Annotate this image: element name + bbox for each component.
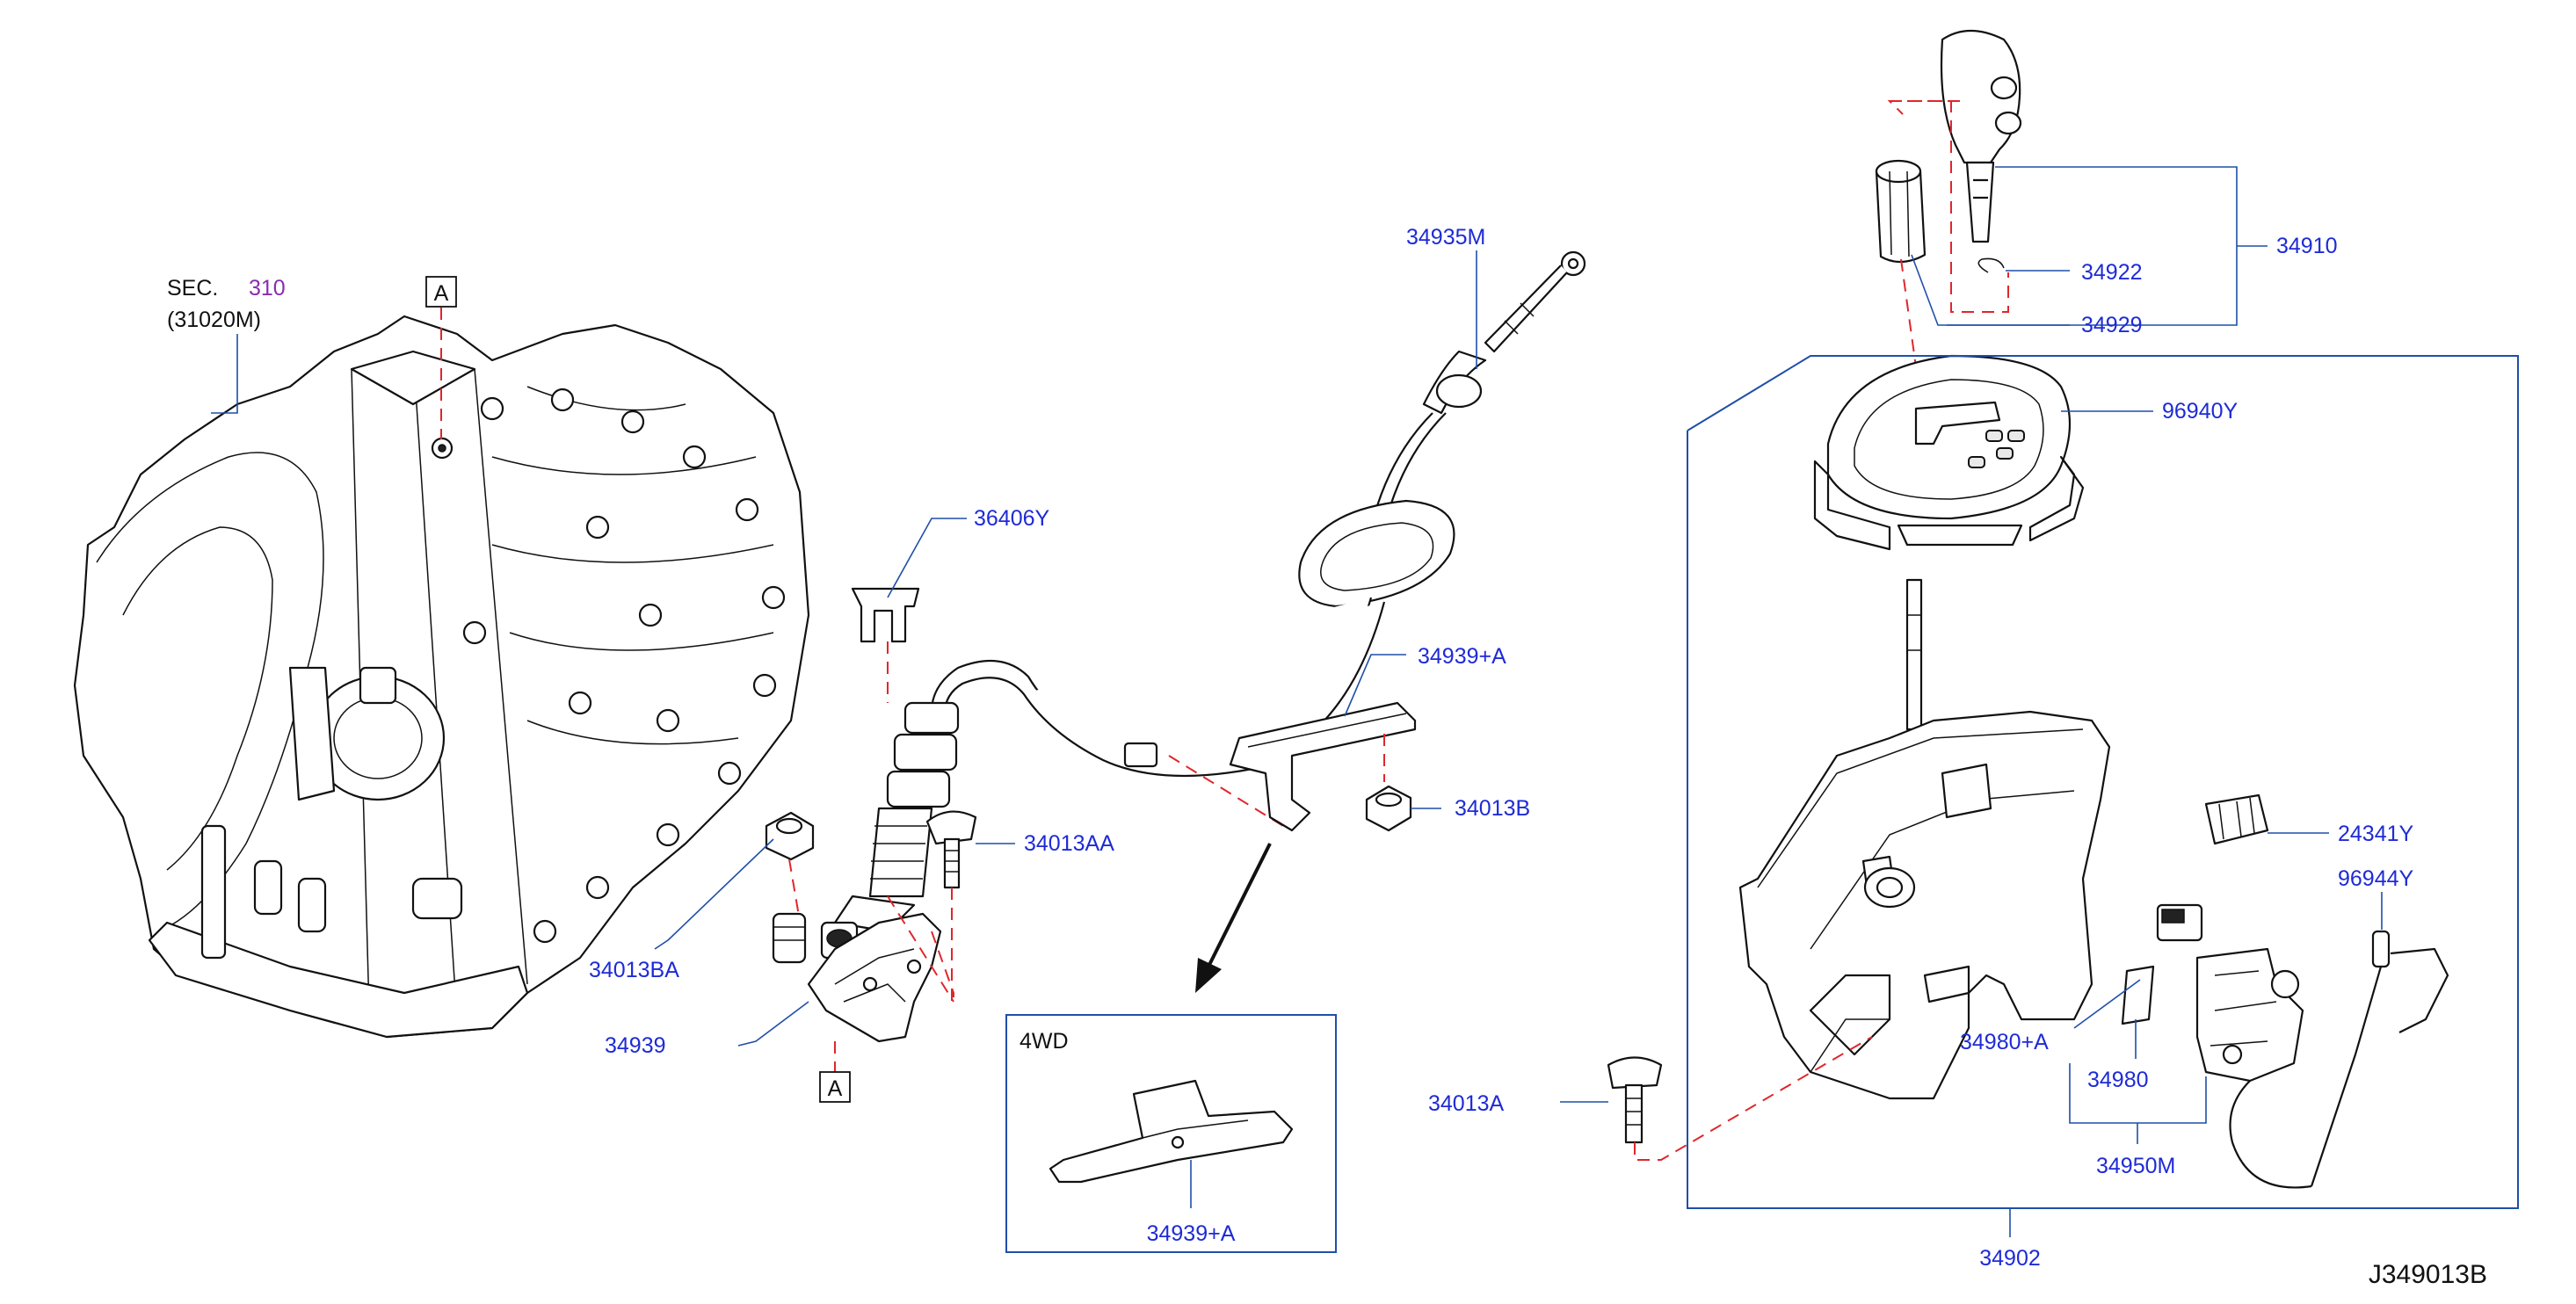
bolt-34013A — [1607, 1036, 1873, 1161]
inset-4wd-frame — [1005, 1014, 1337, 1253]
label-34013AA[interactable]: 34013AA — [1024, 831, 1114, 856]
bracket-34939 — [807, 895, 954, 1072]
view-a-letter-bottom: A — [828, 1076, 843, 1101]
dashed-link-cable-bracket — [1168, 755, 1284, 827]
label-34939A-main[interactable]: 34939+A — [1418, 644, 1506, 669]
shift-lever-body — [1738, 578, 2111, 1100]
assembly-frame-34902 — [1687, 355, 2519, 1209]
inset-4wd: 4WD 34939+A — [1005, 1014, 1337, 1253]
shift-knob-assembly-34910 — [1875, 30, 2022, 431]
view-a-marker-top[interactable]: A — [425, 276, 457, 439]
section-leader-line — [211, 334, 238, 414]
switch-assembly-34950M — [2121, 903, 2304, 1083]
arrow-to-4wd-view — [1195, 843, 1272, 993]
label-34902[interactable]: 34902 — [1979, 1246, 2041, 1271]
connector-24341Y — [2204, 793, 2269, 845]
nut-34013BA — [765, 811, 815, 964]
clip-36406Y — [851, 587, 920, 703]
label-34922[interactable]: 34922 — [2081, 260, 2143, 285]
view-a-box-bottom — [819, 1071, 851, 1103]
transmission-assembly — [73, 315, 810, 1039]
label-34910[interactable]: 34910 — [2276, 234, 2338, 258]
label-34013A[interactable]: 34013A — [1428, 1091, 1505, 1116]
label-34013BA[interactable]: 34013BA — [589, 958, 679, 982]
label-24341Y[interactable]: 24341Y — [2338, 822, 2414, 846]
label-34013B[interactable]: 34013B — [1455, 796, 1530, 821]
shift-cable-34935M — [820, 250, 1586, 960]
harness-96944Y — [2229, 930, 2449, 1189]
label-96944Y[interactable]: 96944Y — [2338, 866, 2414, 891]
part-labels: 34935M 36406Y 34939+A 34013B 34013AA 340… — [589, 166, 2414, 1271]
label-34939A-inset[interactable]: 34939+A — [1147, 1221, 1236, 1246]
diagram-id: J349013B — [2369, 1260, 2487, 1289]
label-34980[interactable]: 34980 — [2087, 1068, 2149, 1092]
nut-34013B — [1365, 785, 1412, 832]
view-a-marker-bottom[interactable]: A — [819, 1071, 851, 1103]
section-reference[interactable]: SEC. 310 (31020M) — [167, 276, 286, 414]
inset-4wd-title: 4WD — [1020, 1029, 1069, 1054]
label-34939[interactable]: 34939 — [605, 1033, 666, 1058]
section-prefix: SEC. — [167, 276, 218, 301]
section-number[interactable]: 310 — [249, 276, 286, 301]
view-a-box-top — [425, 276, 457, 308]
bracket-34939A-main — [1229, 701, 1417, 832]
label-34935M[interactable]: 34935M — [1406, 225, 1485, 250]
indicator-cover-96940Y — [1813, 354, 2085, 551]
label-96940Y[interactable]: 96940Y — [2162, 399, 2239, 424]
label-34929[interactable]: 34929 — [2081, 313, 2143, 337]
label-34980A[interactable]: 34980+A — [1960, 1030, 2049, 1054]
view-a-letter-top: A — [434, 281, 449, 306]
section-part-number: (31020M) — [167, 308, 261, 332]
label-36406Y[interactable]: 36406Y — [974, 506, 1050, 531]
label-34950M[interactable]: 34950M — [2096, 1154, 2175, 1178]
bolt-34013AA — [925, 810, 977, 1002]
